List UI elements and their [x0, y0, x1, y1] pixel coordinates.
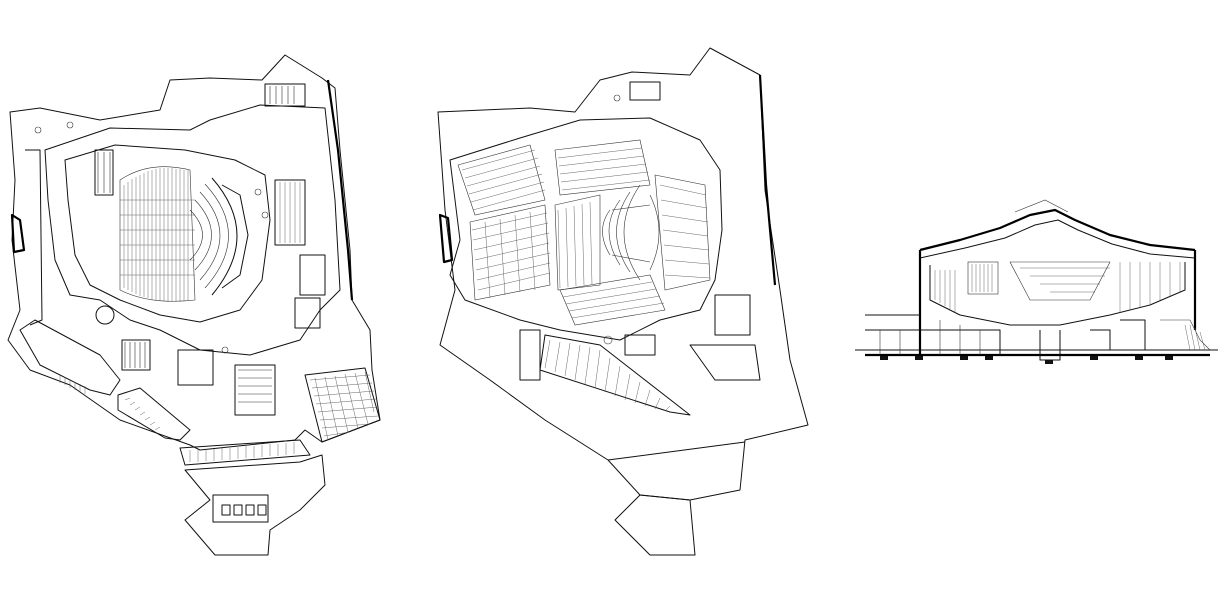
- section-roof: [919, 208, 1196, 252]
- plan-2-stage-arcs: [602, 184, 660, 281]
- section-substructure: [865, 314, 1211, 364]
- plan-1-lobby-envelope: [44, 104, 341, 356]
- plan-1-service-blocks: [94, 83, 326, 416]
- section-stage: [967, 261, 999, 295]
- plan-1-inner-wall: [64, 144, 271, 323]
- plan-1-west-wall: [10, 213, 26, 254]
- plan-1-stage-arcs: [189, 177, 249, 296]
- plan-2-ramp: [539, 334, 691, 416]
- plan-2-east-wall: [758, 74, 777, 286]
- plan-2-site-outline: [437, 47, 809, 501]
- plan-1-seating: [119, 166, 196, 302]
- section-auditorium-bowl: [929, 262, 1186, 326]
- plan-2-auditorium-outline: [449, 117, 723, 341]
- plan-2-entry: [614, 494, 696, 556]
- plan-1-outline: [7, 54, 381, 451]
- plan-1-south-wing: [19, 319, 311, 466]
- auditorium-level-plan: [437, 47, 809, 556]
- plan-1-se-corner: [304, 367, 381, 443]
- ground-floor-plan: [7, 54, 381, 556]
- longitudinal-section: [855, 199, 1218, 364]
- plan-1-forecourt: [184, 454, 326, 556]
- plan-2-seating: [457, 139, 711, 326]
- plan-2-rooms: [519, 81, 761, 381]
- plan-1-east-wall: [326, 79, 354, 301]
- plan-1-columns: [34, 121, 269, 354]
- plan-2-west-wall: [438, 213, 454, 264]
